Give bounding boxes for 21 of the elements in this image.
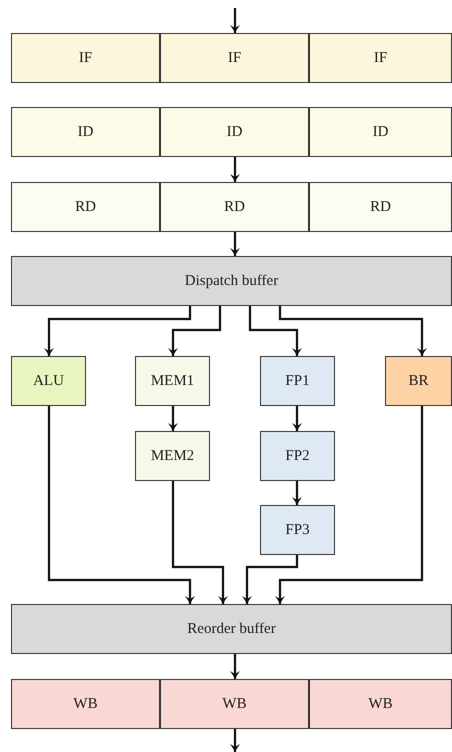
stage-cell: ID [11,107,160,157]
unit-box: MEM1 [135,356,210,406]
stage-cell: IF [309,33,452,83]
unit-box: FP2 [260,431,335,481]
stage-cell: RD [11,182,160,232]
stage-cell: WB [309,679,452,729]
stage-cell: RD [309,182,452,232]
unit-box: MEM2 [135,431,210,481]
buffer-box: Dispatch buffer [11,256,452,306]
stage-cell: WB [160,679,309,729]
stage-cell: ID [309,107,452,157]
stage-cell: RD [160,182,309,232]
stage-cell: IF [11,33,160,83]
stage-cell: IF [160,33,309,83]
unit-box: FP3 [260,505,335,555]
stage-cell: ID [160,107,309,157]
unit-box: FP1 [260,356,335,406]
unit-box: BR [385,356,452,406]
buffer-box: Reorder buffer [11,604,452,654]
unit-box: ALU [11,356,86,406]
stage-cell: WB [11,679,160,729]
